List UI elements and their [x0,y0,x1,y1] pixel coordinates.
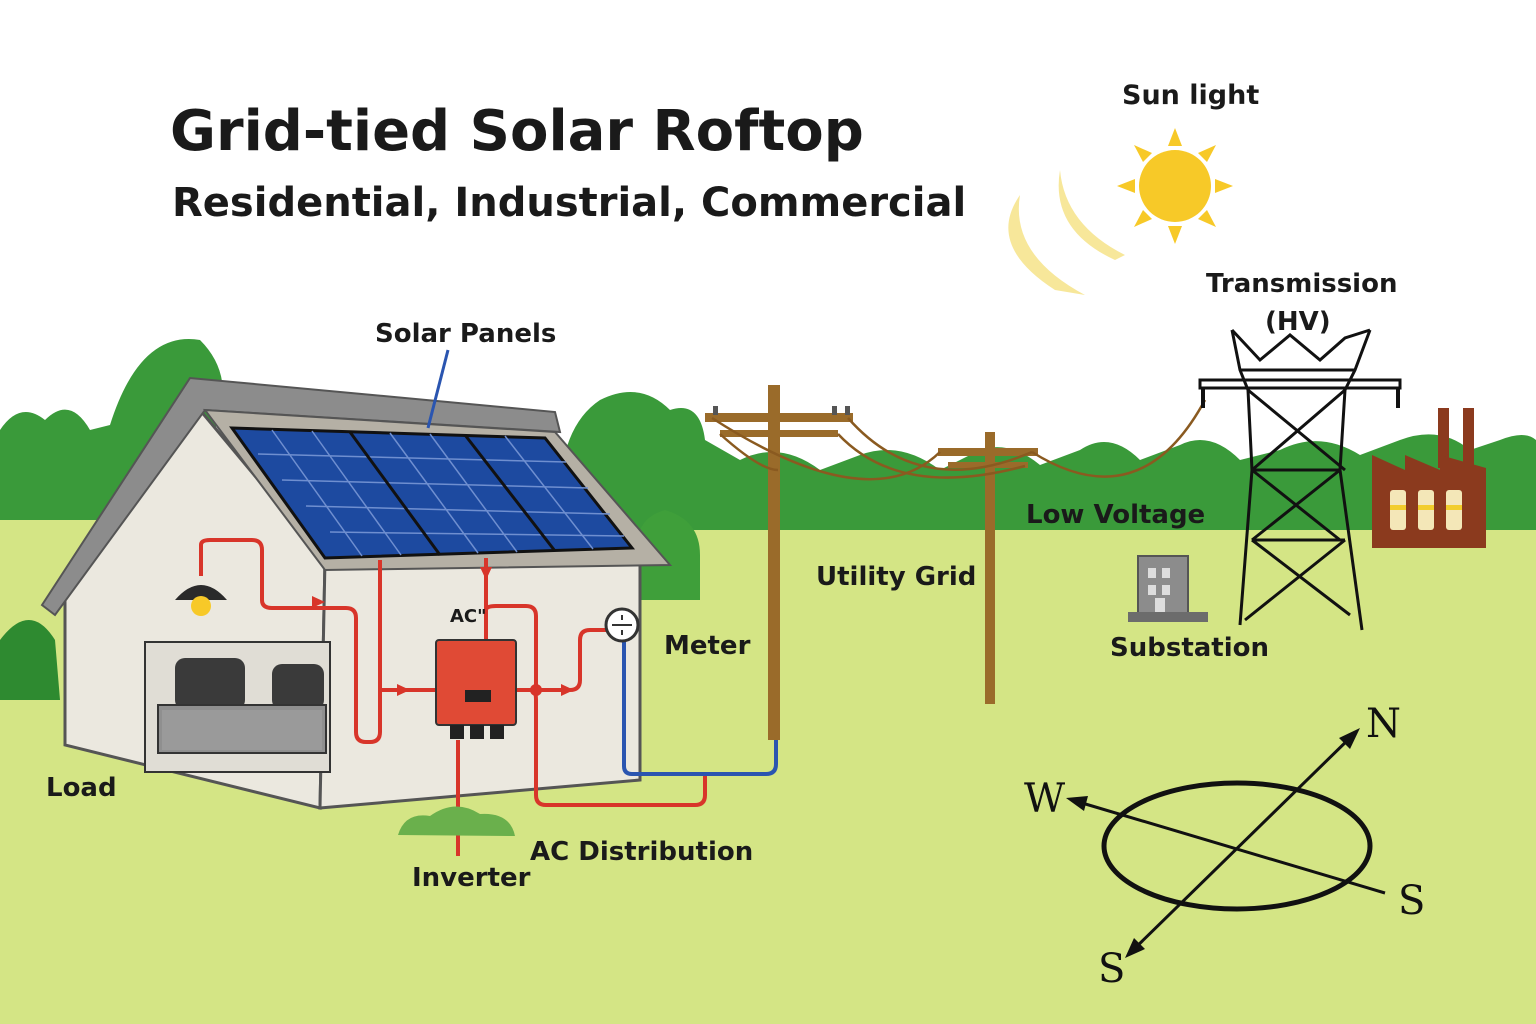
load-label: Load [46,773,117,803]
ac-marker-label: AC" [450,606,487,627]
power-lines [711,399,1207,481]
solar-panels-leader [426,349,450,429]
substation-icon [1128,555,1208,622]
bush [398,806,515,836]
compass-south-label: S [1098,946,1125,992]
north-arrow-icon [1339,728,1360,749]
meter-icon [604,607,640,643]
west-arrow-icon [1066,796,1088,811]
factory-icon [1372,408,1486,548]
grid-wiring [622,642,778,776]
page-title: Grid-tied Solar Roftop [170,99,864,164]
page-subtitle: Residential, Industrial, Commercial [172,180,966,226]
sun-label: Sun light [1122,80,1259,111]
compass-north-label: N [1366,701,1401,747]
inverter-label: Inverter [412,863,531,893]
solar-panels-label: Solar Panels [375,319,556,349]
meter-label: Meter [664,631,751,661]
utility-pole-1 [705,385,853,740]
utility-grid-label: Utility Grid [816,562,976,592]
south-arrow-icon [1125,938,1145,958]
substation-label: Substation [1110,633,1269,663]
compass: N W S S [1024,701,1425,992]
compass-east-label: S [1398,878,1425,924]
transmission-tower [1198,328,1402,631]
sun-icon [1008,128,1233,295]
ac-distribution-label: AC Distribution [530,837,753,867]
transmission-label: Transmission [1206,269,1397,299]
inverter-icon [435,639,517,739]
lamp-icon [175,585,227,600]
compass-ring [1101,780,1373,912]
transmission-hv-label: (HV) [1265,307,1331,337]
low-voltage-label: Low Voltage [1026,500,1205,530]
compass-west-label: W [1024,776,1065,822]
